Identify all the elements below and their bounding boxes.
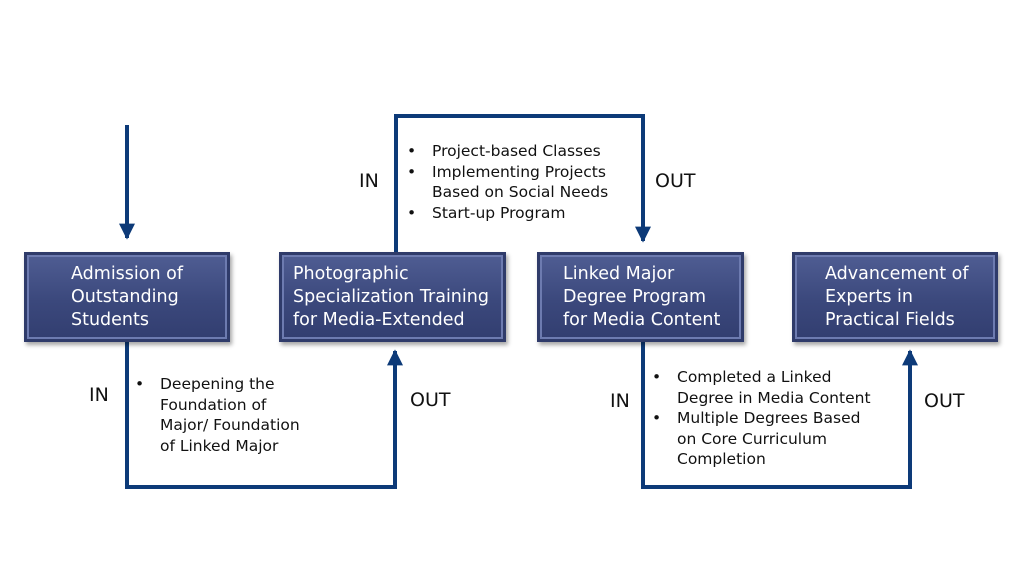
bullet-item: Deepening the Foundation of Major/ Found…	[135, 374, 300, 456]
stage-box-linked-major: Linked Major Degree Program for Media Co…	[537, 252, 744, 342]
in-label-1: IN	[89, 384, 109, 406]
flow-connector-3	[641, 342, 918, 489]
bullet-item: Multiple Degrees Based on Core Curriculu…	[652, 408, 871, 470]
stage-box-advancement: Advancement of Experts in Practical Fiel…	[792, 252, 998, 342]
bullet-list-3: Completed a Linked Degree in Media Conte…	[652, 367, 871, 470]
stage-box-admission: Admission of Outstanding Students	[24, 252, 230, 342]
flow-connector-1	[125, 342, 403, 489]
flow-connector-2	[394, 114, 651, 252]
bullet-item: Start-up Program	[407, 203, 608, 224]
bullet-item: Implementing Projects Based on Social Ne…	[407, 162, 608, 203]
out-label-3: OUT	[924, 390, 965, 412]
stage-box-specialization-training: Photographic Specialization Training for…	[279, 252, 506, 342]
out-label-2: OUT	[655, 170, 696, 192]
bullet-list-1: Deepening the Foundation of Major/ Found…	[135, 374, 300, 456]
out-label-1: OUT	[410, 389, 451, 411]
bullet-list-2: Project-based Classes Implementing Proje…	[407, 141, 608, 223]
in-label-3: IN	[610, 390, 630, 412]
bullet-item: Completed a Linked Degree in Media Conte…	[652, 367, 871, 408]
in-label-2: IN	[359, 170, 379, 192]
bullet-item: Project-based Classes	[407, 141, 608, 162]
